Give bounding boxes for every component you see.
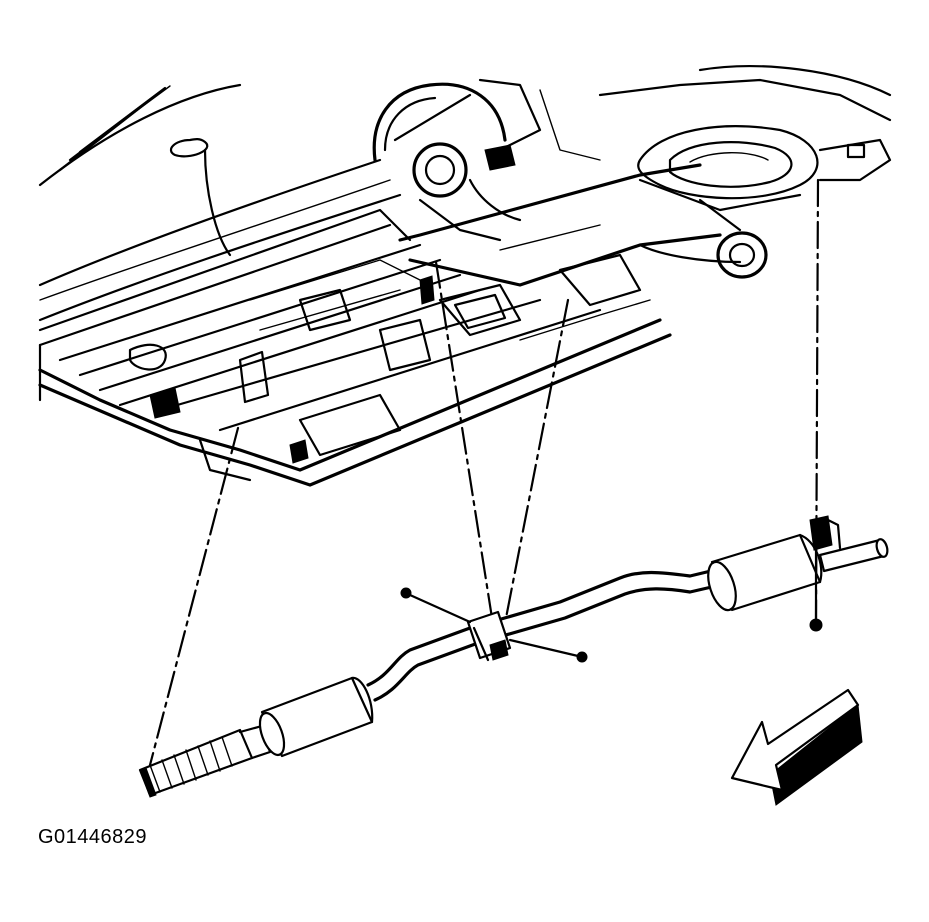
rear-axle-beam [398,163,768,287]
exhaust-hanger-clamp [400,587,588,663]
underbody-floor-pan [38,208,672,487]
intermediate-pipe [366,568,718,702]
figure-id-label: G01446829 [38,826,148,848]
exhaust-system [138,515,889,798]
spare-tire-well [598,65,892,212]
resonator [258,676,374,758]
leader-lines [148,178,820,767]
flex-pipe [138,724,272,798]
tailpipe [809,515,889,632]
rear-suspension-assembly [372,78,601,242]
front-direction-arrow-icon [730,688,863,806]
vehicle-body-side [38,83,402,322]
muffler [707,533,823,612]
